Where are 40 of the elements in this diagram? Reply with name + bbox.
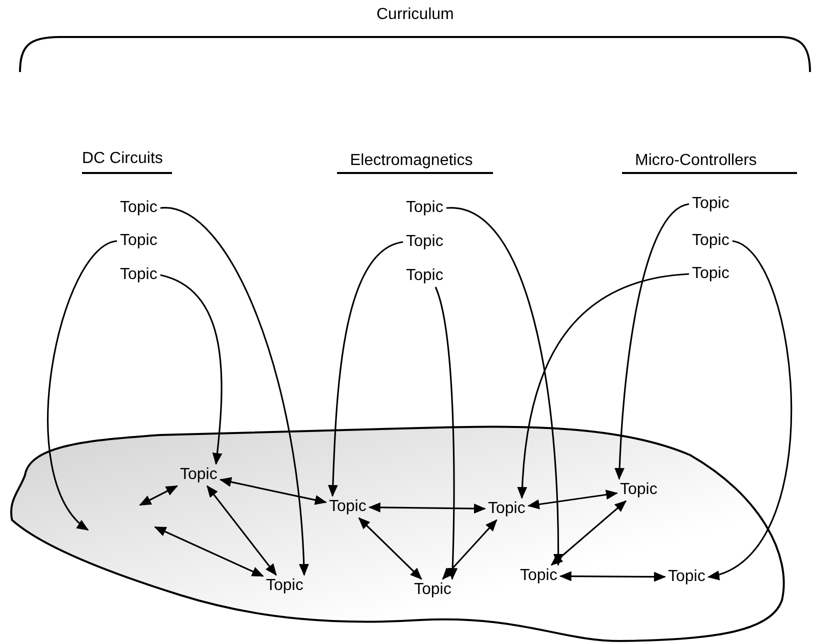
topic-text: Topic	[120, 266, 158, 284]
topic-text: Topic	[406, 199, 444, 217]
topic-text: Topic	[692, 232, 730, 250]
topic-text: Topic	[329, 498, 366, 516]
curved-arrow	[160, 274, 222, 465]
double-arrow	[206, 485, 277, 576]
column-heading: DC Circuits	[82, 150, 163, 168]
topic-text: Topic	[266, 577, 304, 595]
double-arrow	[219, 477, 327, 505]
curved-arrow	[47, 240, 118, 531]
double-arrow	[442, 519, 498, 580]
curved-arrow	[328, 241, 404, 497]
curved-arrow	[160, 207, 309, 576]
double-arrow	[154, 526, 264, 577]
topic-text: Topic	[120, 199, 158, 217]
double-arrow	[550, 500, 627, 566]
topic-text: Topic	[406, 233, 444, 251]
double-arrow	[139, 485, 178, 506]
topic-text: Topic	[180, 466, 218, 484]
curved-arrow	[434, 286, 458, 580]
bracket-label: Curriculum	[376, 6, 454, 24]
topic-text: Topic	[692, 195, 730, 213]
curved-arrow	[446, 207, 564, 566]
double-arrow	[368, 502, 486, 514]
topic-text: Topic	[406, 267, 444, 285]
column-heading: Micro-Controllers	[635, 152, 757, 170]
topic-text: Topic	[488, 500, 526, 518]
topic-text: Topic	[620, 481, 658, 499]
topic-text: Topic	[668, 568, 706, 586]
curved-arrow	[614, 203, 690, 480]
topic-text: Topic	[414, 581, 452, 599]
topic-text: Topic	[692, 265, 730, 283]
double-arrow	[527, 490, 618, 510]
topic-text: Topic	[120, 232, 158, 250]
column-heading: Electromagnetics	[350, 152, 473, 170]
double-arrow	[559, 571, 666, 582]
curved-arrow	[707, 240, 792, 578]
topic-text: Topic	[520, 567, 558, 585]
curved-arrow	[517, 273, 690, 499]
double-arrow	[358, 517, 422, 580]
